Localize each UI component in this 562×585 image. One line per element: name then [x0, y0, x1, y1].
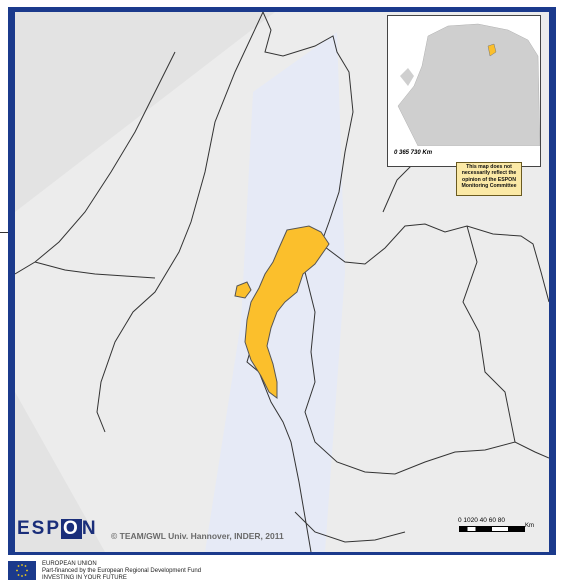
disclaimer-box: This map does not necessarily reflect th… — [456, 162, 522, 196]
scalebar-unit: Km — [525, 523, 534, 529]
logo-prefix: ESP — [17, 518, 62, 539]
eu-line-1: EUROPEAN UNION — [42, 561, 97, 567]
norway-coast — [15, 51, 176, 275]
inset-scale-label: 0 365 730 Km — [394, 150, 433, 156]
eu-funding-text: EUROPEAN UNION Part-financed by the Euro… — [42, 561, 201, 582]
highlighted-region — [244, 225, 330, 399]
footer: EUROPEAN UNION Part-financed by the Euro… — [8, 559, 556, 581]
finland-south-coast — [304, 271, 549, 475]
main-map[interactable]: 0 365 730 Km — [15, 12, 549, 552]
inset-highlight — [487, 43, 497, 57]
inland-border — [34, 261, 156, 279]
eu-flag-icon — [8, 561, 36, 580]
scalebar-labels: 0 1020 40 60 80 — [458, 517, 505, 524]
southern-coast — [294, 511, 406, 543]
logo-boxed-letter: O — [61, 518, 82, 539]
map-canvas — [15, 12, 549, 552]
sweden-norway-border — [96, 12, 264, 433]
eu-line-2: Part-financed by the European Regional D… — [42, 568, 202, 574]
inset-canvas — [397, 23, 541, 147]
scalebar — [459, 526, 525, 532]
logo-suffix: N — [81, 518, 98, 539]
copyright-text: © TEAM/GWL Univ. Hannover, INDER, 2011 — [111, 531, 284, 541]
sea-band-lower — [15, 392, 105, 552]
highlighted-island — [234, 281, 252, 299]
finland-north-border — [320, 223, 549, 303]
edge-line — [0, 232, 10, 233]
eu-line-3: INVESTING IN YOUR FUTURE — [42, 575, 127, 581]
europe-inset-map[interactable]: 0 365 730 Km — [387, 15, 541, 167]
finland-russia-border — [462, 225, 516, 443]
